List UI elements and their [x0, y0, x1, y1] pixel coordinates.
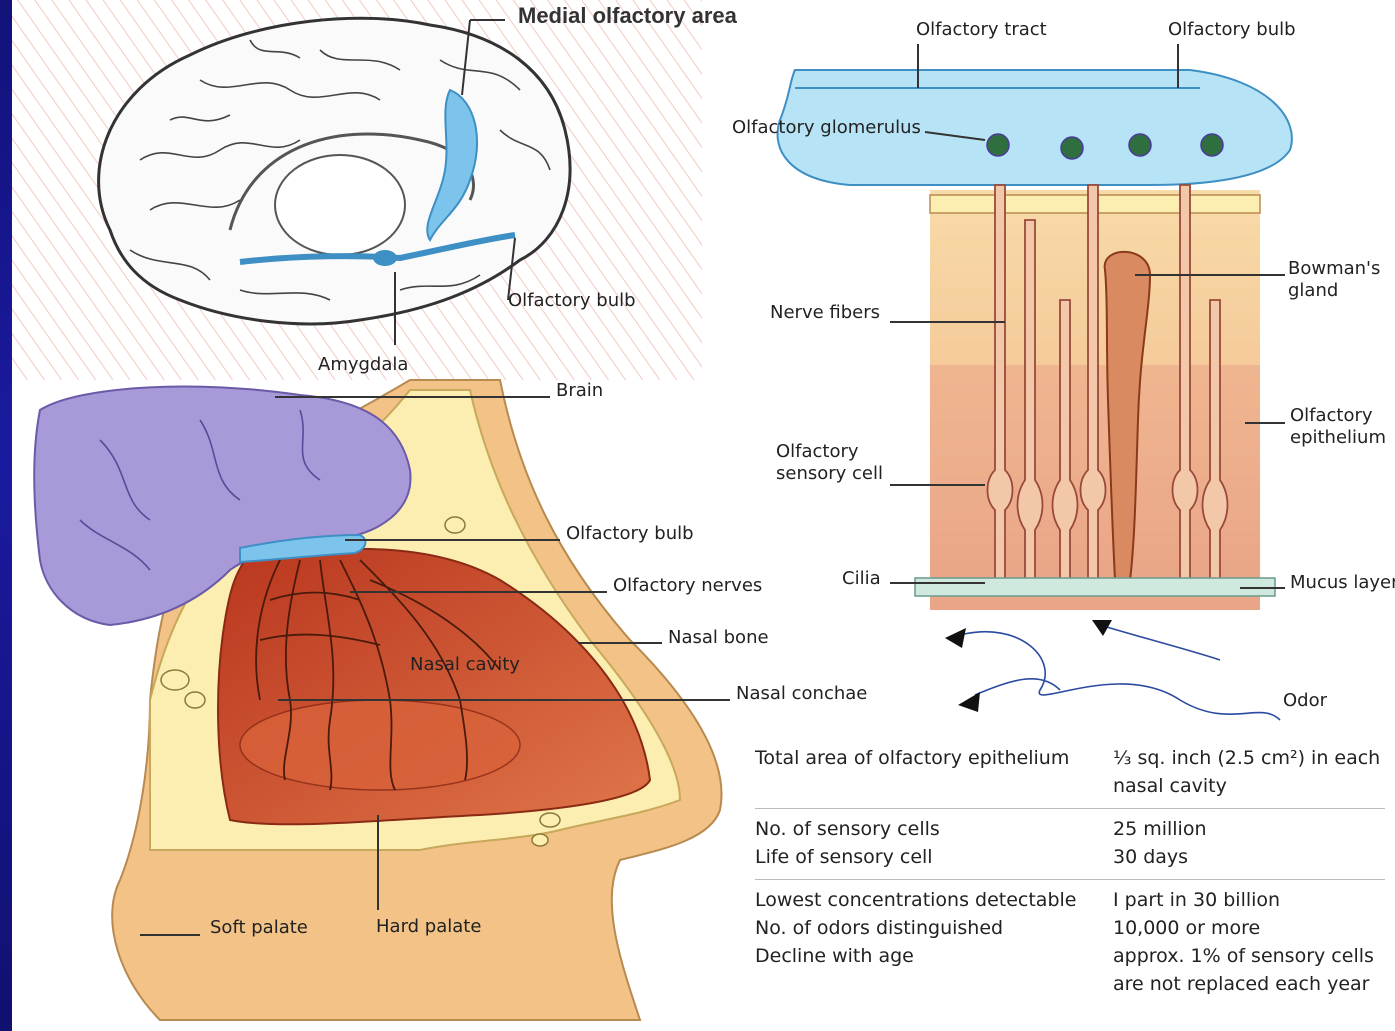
label-olfactory-bulb-brain: Olfactory bulb: [508, 290, 636, 312]
label-nerve-fibers: Nerve fibers: [770, 302, 880, 324]
label-nasal-conchae: Nasal conchae: [736, 683, 867, 705]
facts-labels: Lowest concentrations detectable No. of …: [755, 886, 1113, 998]
label-olfactory-bulb-nose: Olfactory bulb: [566, 523, 694, 545]
fact-label: Lowest concentrations detectable: [755, 886, 1113, 914]
epithelium-detail-panel: [778, 44, 1292, 720]
label-brain: Brain: [556, 380, 603, 402]
facts-labels: No. of sensory cells Life of sensory cel…: [755, 815, 1113, 871]
fact-value: 10,000 or more: [1113, 914, 1385, 942]
label-olfactory-bulb-detail: Olfactory bulb: [1168, 19, 1296, 41]
facts-row: Lowest concentrations detectable No. of …: [755, 880, 1385, 1006]
label-olfactory-tract: Olfactory tract: [916, 19, 1047, 41]
odor-arrows: [945, 620, 1112, 712]
label-nasal-cavity: Nasal cavity: [410, 654, 520, 676]
fact-value: 25 million: [1113, 815, 1385, 843]
facts-values: ⅓ sq. inch (2.5 cm²) in each nasal cavit…: [1113, 744, 1385, 800]
fact-value: approx. 1% of sensory cells are not repl…: [1113, 942, 1385, 998]
label-nasal-bone: Nasal bone: [668, 627, 769, 649]
label-olfactory-epithelium: Olfactory epithelium: [1290, 405, 1390, 449]
facts-row: No. of sensory cells Life of sensory cel…: [755, 809, 1385, 880]
label-medial-olfactory-area: Medial olfactory area: [518, 5, 737, 27]
olfaction-facts-table: Total area of olfactory epithelium ⅓ sq.…: [755, 738, 1385, 1006]
label-soft-palate: Soft palate: [210, 917, 308, 939]
label-cilia: Cilia: [842, 568, 881, 590]
odor-waves: [960, 625, 1280, 720]
label-hard-palate: Hard palate: [376, 916, 481, 938]
label-amygdala: Amygdala: [318, 354, 408, 376]
fact-label: Decline with age: [755, 942, 1113, 970]
fact-value: 30 days: [1113, 843, 1385, 871]
label-olfactory-glomerulus: Olfactory glomerulus: [732, 117, 921, 139]
label-odor: Odor: [1283, 690, 1327, 712]
label-bowmans-gland: Bowman's gland: [1288, 258, 1368, 302]
label-olfactory-nerves: Olfactory nerves: [613, 575, 762, 597]
fact-label: No. of odors distinguished: [755, 914, 1113, 942]
fact-label: Life of sensory cell: [755, 843, 1113, 871]
facts-labels: Total area of olfactory epithelium: [755, 744, 1113, 800]
facts-values: I part in 30 billion 10,000 or more appr…: [1113, 886, 1385, 998]
facts-row: Total area of olfactory epithelium ⅓ sq.…: [755, 738, 1385, 809]
facts-values: 25 million 30 days: [1113, 815, 1385, 871]
brain-medial-panel: [12, 0, 702, 380]
fact-value: I part in 30 billion: [1113, 886, 1385, 914]
label-mucus-layer: Mucus layer: [1290, 572, 1395, 594]
fact-value: ⅓ sq. inch (2.5 cm²) in each nasal cavit…: [1113, 744, 1385, 800]
fact-label: No. of sensory cells: [755, 815, 1113, 843]
fact-label: Total area of olfactory epithelium: [755, 744, 1113, 772]
label-olfactory-sensory-cell: Olfactory sensory cell: [776, 441, 891, 485]
